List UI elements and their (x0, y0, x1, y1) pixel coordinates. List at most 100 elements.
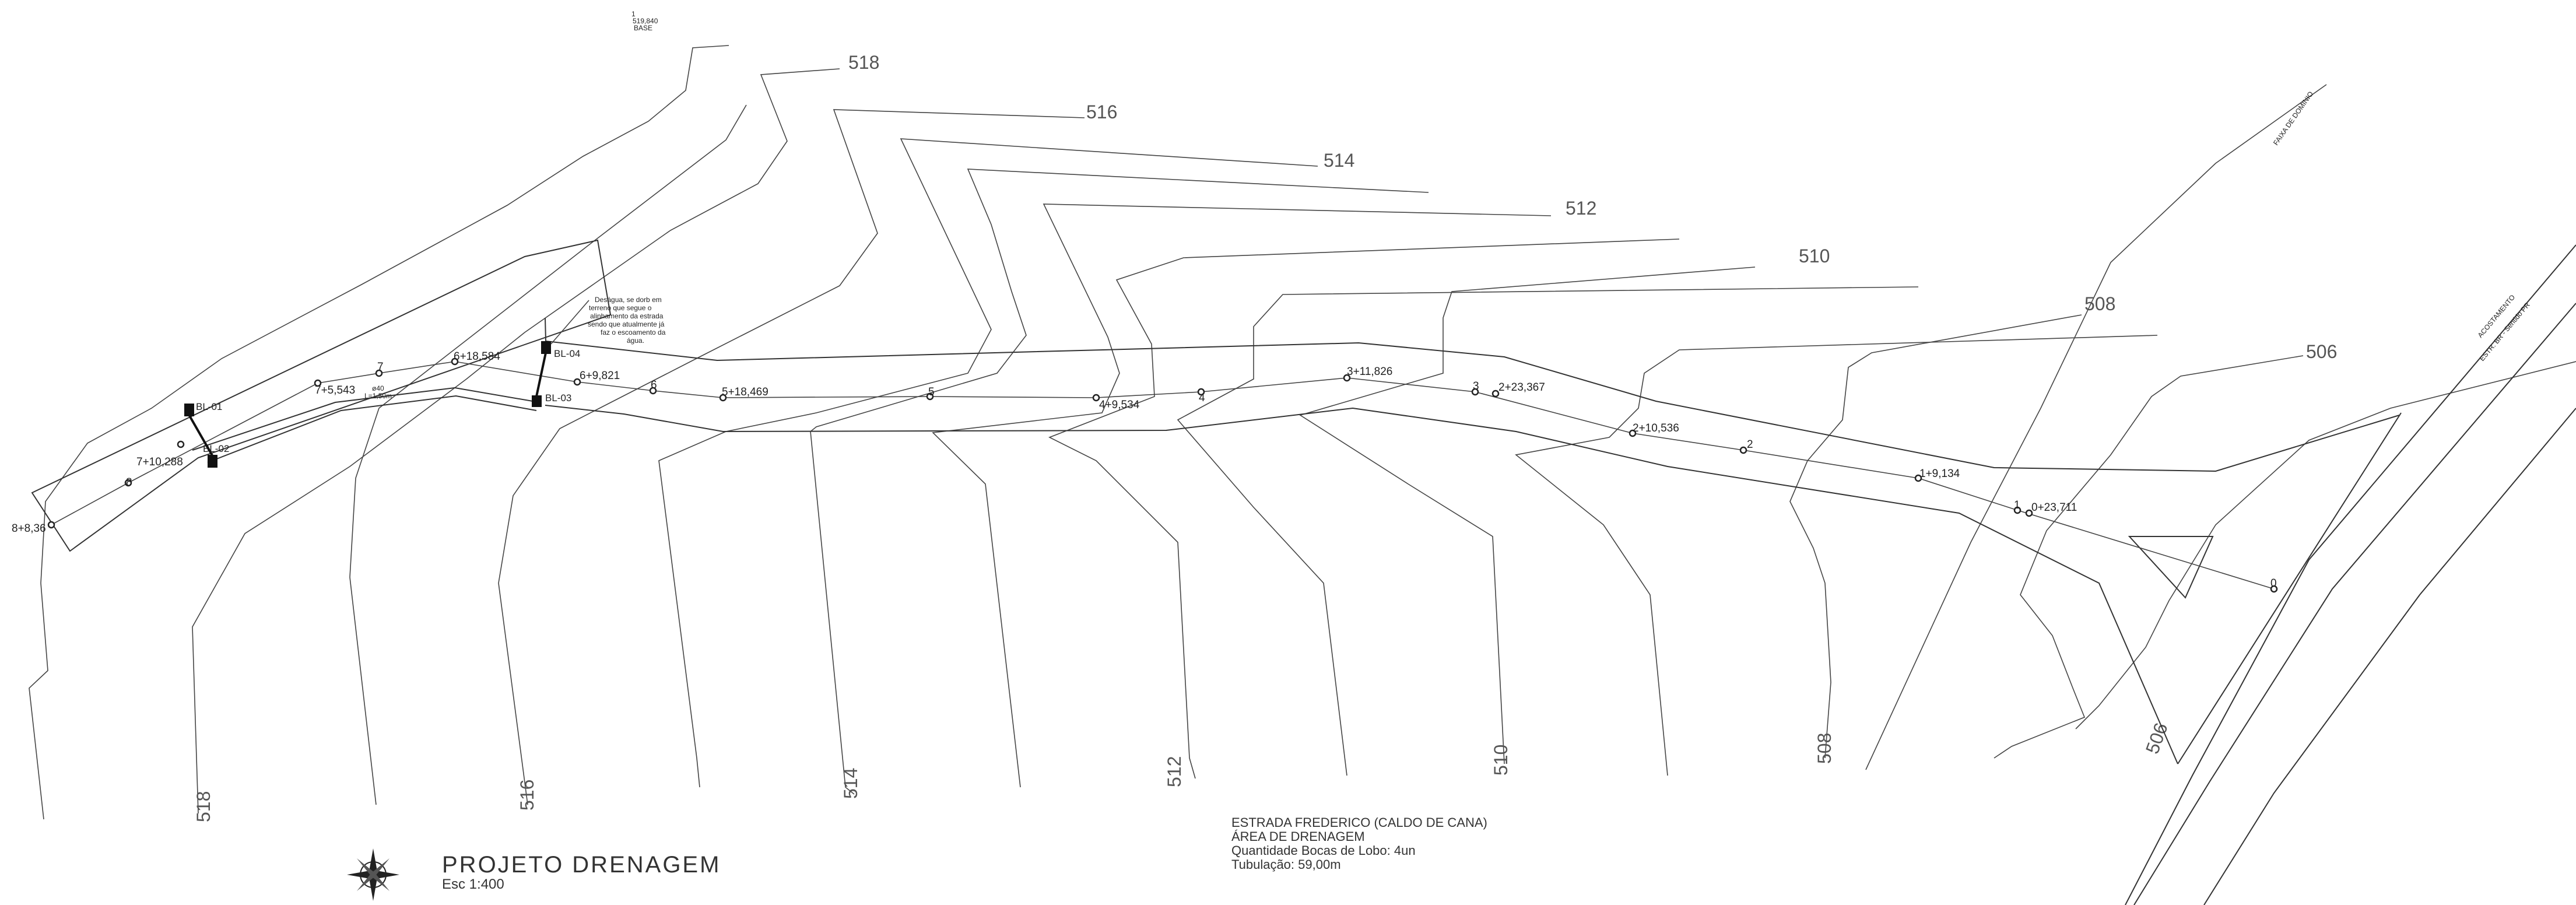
station-markers (47, 357, 2278, 593)
station-label: 4+9,534 (1099, 399, 1140, 411)
svg-text:faz o escoamento da: faz o escoamento da (601, 328, 666, 336)
svg-text:terreno que segue o: terreno que segue o (589, 304, 652, 312)
boca-bl03-label: BL-03 (545, 392, 571, 404)
contour-label-512-top: 512 (1566, 198, 1596, 219)
boca-bl01-label: BL-01 (196, 401, 222, 412)
svg-text:519,840: 519,840 (633, 17, 658, 25)
contour-label-510-bottom: 510 (1490, 745, 1511, 776)
drawing-title: PROJETO DRENAGEM (442, 852, 721, 878)
station-label: 7+10,288 (136, 456, 183, 468)
acostamento-label: ACOSTAMENTO (2476, 293, 2517, 339)
contour-506-b (2075, 361, 2576, 729)
station-label: 1 (2014, 499, 2020, 511)
svg-text:alinhamento da estrada: alinhamento da estrada (590, 312, 664, 320)
station-label: 1+9,134 (1919, 468, 1960, 480)
svg-text:L=1,50m: L=1,50m (364, 392, 392, 400)
contour-518-b (192, 68, 840, 814)
contour-label-508-bottom: 508 (1814, 733, 1835, 764)
faixa-line (2177, 412, 2402, 764)
bocas-de-lobo: BL-01 BL-02 BL-03 BL-04 ø40 L=1,50m (184, 341, 580, 468)
contour-lines (29, 45, 2576, 820)
contour-label-518-top: 518 (848, 52, 879, 73)
station-labels: 8+8,36 8 7+10,288 7+5,543 7 6+18,584 6+9… (12, 350, 2277, 590)
station-label: 7 (377, 361, 384, 373)
boca-bl02-symbol (208, 455, 217, 468)
road-edge-upper (545, 317, 2400, 472)
centerline (47, 357, 2278, 593)
station-label: 6+18,584 (454, 350, 500, 363)
station-label: 0 (2270, 577, 2277, 590)
info-line-4: Tubulação: 59,00m (1231, 857, 1341, 872)
road-edge-right-2 (2133, 303, 2576, 905)
road-edge-right-3 (2203, 408, 2576, 905)
boca-bl01-symbol (184, 404, 194, 416)
contour-518 (29, 45, 729, 820)
station-label: 7+5,543 (315, 384, 355, 397)
contour-label-514-top: 514 (1324, 150, 1354, 171)
station-label: 5 (928, 386, 935, 398)
contour-516 (498, 109, 1085, 805)
contour-514-b (810, 169, 1429, 795)
contour-labels: 518 516 514 512 510 508 506 518 516 514 … (193, 52, 2337, 822)
contour-508-b (1789, 314, 2082, 759)
contour-label-510-top: 510 (1799, 245, 1830, 266)
svg-text:sendo que atualmente já: sendo que atualmente já (588, 320, 665, 328)
boca-bl04-label: BL-04 (554, 348, 580, 359)
station-label: 6 (651, 379, 657, 391)
contour-label-516-top: 516 (1086, 101, 1117, 122)
contour-512 (932, 204, 1552, 788)
station-label: 0+23,711 (2031, 501, 2077, 514)
station-label: 8 (126, 476, 132, 489)
contour-label-506-bottom: 506 (2142, 720, 2172, 756)
contour-label-518-bottom: 518 (193, 791, 214, 822)
contour-508 (1515, 335, 2158, 776)
station-label: 3+11,826 (1347, 366, 1392, 378)
contour-512-b (1048, 238, 1680, 779)
svg-text:ø40: ø40 (372, 384, 384, 392)
drainage-pipe-outer (192, 387, 540, 451)
contour-516-b (349, 104, 747, 805)
svg-text:Deságua, se dorb em: Deságua, se dorb em (595, 296, 662, 304)
station-label: 4 (1199, 392, 1205, 404)
station-label: 6+9,821 (580, 370, 620, 382)
contour-label-516-bottom: 516 (517, 780, 538, 811)
contour-mid (1865, 84, 2327, 770)
contour-label-514-bottom: 514 (840, 768, 861, 799)
contour-510 (1177, 286, 1919, 776)
station-label: 2 (1747, 439, 1753, 451)
info-line-1: ESTRADA FREDERICO (CALDO DE CANA) (1231, 815, 1487, 830)
boca-bl04-symbol (541, 341, 551, 354)
station-label: 2+23,367 (1498, 381, 1545, 394)
road-edge-lower (545, 405, 2178, 764)
contour-label-512-bottom: 512 (1164, 756, 1185, 787)
info-line-3: Quantidade Bocas de Lobo: 4un (1231, 843, 1416, 858)
north-arrow-icon (347, 848, 399, 901)
outlet-triangle (2128, 536, 2214, 599)
contour-label-508-top: 508 (2084, 293, 2115, 314)
outlet-note: Deságua, se dorb em terreno que segue o … (550, 296, 666, 345)
svg-text:água.: água. (627, 336, 644, 345)
contour-514 (658, 138, 1318, 788)
contour-510-b (1299, 266, 1756, 764)
boca-bl03-symbol (532, 395, 542, 407)
contour-506 (1994, 355, 2304, 759)
edge-labels: FAIXA DE DOMINIO ACOSTAMENTO ESTR. BR - … (2272, 90, 2532, 363)
base-marker: 1 519,840 BASE (631, 10, 658, 32)
station-label: 8+8,36 (12, 522, 46, 535)
drainage-pipe-inner (207, 395, 537, 463)
stationing-line (51, 361, 2275, 590)
boca-bl03-bl04-pipe (535, 352, 547, 397)
drawing-scale: Esc 1:400 (442, 876, 504, 892)
station-label: 5+18,469 (722, 386, 768, 398)
road-outline (31, 239, 2576, 905)
svg-text:BASE: BASE (634, 24, 652, 32)
station-label: 3 (1473, 380, 1479, 392)
svg-text:1: 1 (631, 10, 636, 18)
station-label: 2+10,536 (1633, 422, 1679, 434)
road-edge-right-1 (2125, 244, 2576, 905)
info-block: ESTRADA FREDERICO (CALDO DE CANA) ÁREA D… (1231, 815, 1487, 872)
drainage-area-left (31, 239, 612, 552)
contour-label-506-top: 506 (2306, 341, 2337, 362)
boca-bl01-bl02-pipe (188, 415, 213, 456)
